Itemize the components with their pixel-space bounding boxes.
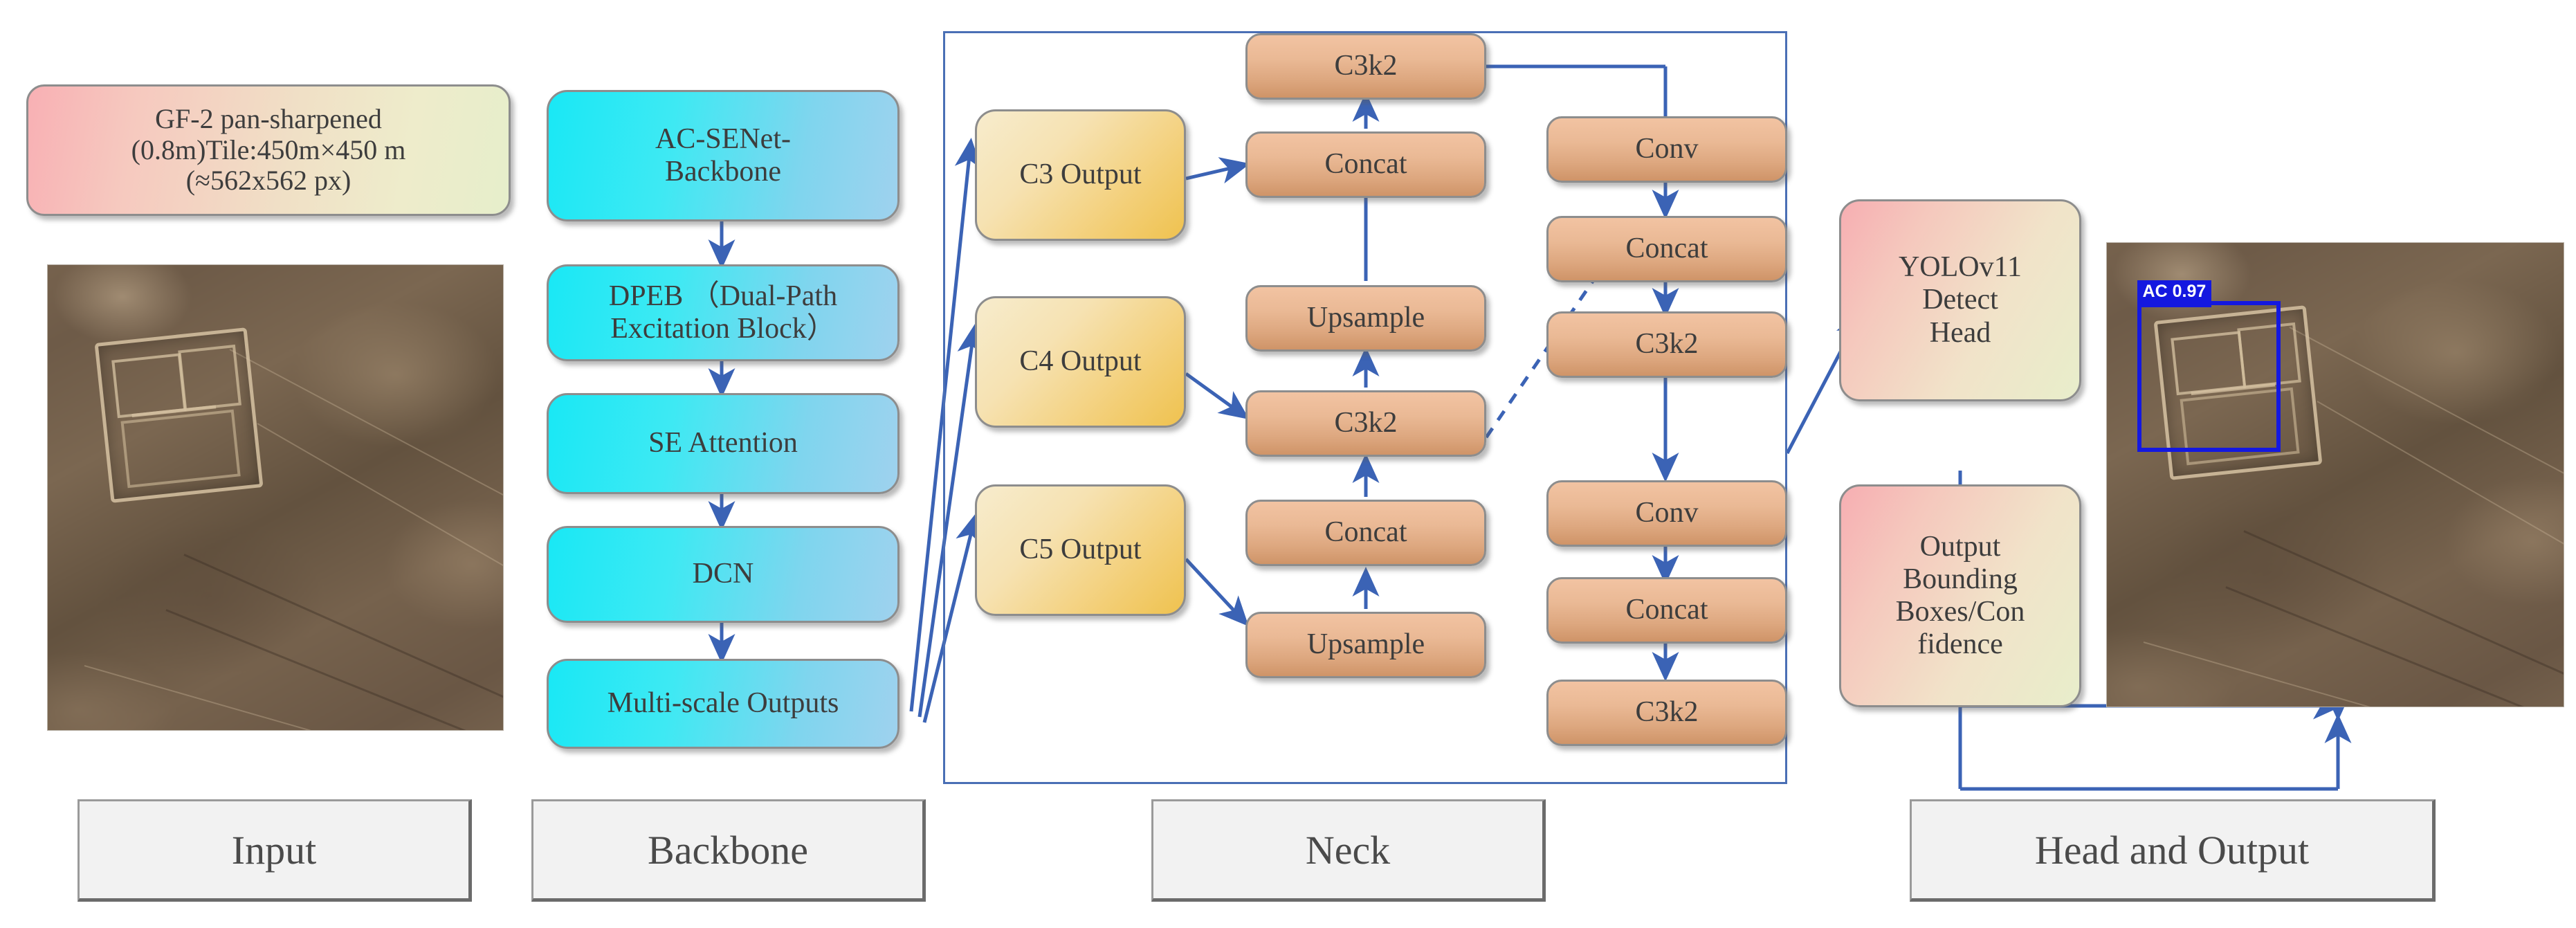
node-label: C3 Output xyxy=(1019,158,1142,191)
node-label: C3k2 xyxy=(1334,50,1398,82)
backbone-node-ac-senet-backbone[interactable]: AC-SENet- Backbone xyxy=(547,90,899,221)
input-meta-card: GF-2 pan-sharpened (0.8m)Tile:450m×450 m… xyxy=(26,84,511,216)
neck-node-concat-top[interactable]: Concat xyxy=(1245,131,1486,198)
enclosure-wall xyxy=(111,353,187,418)
neck-node-c3k2-right-lower[interactable]: C3k2 xyxy=(1546,680,1787,746)
output-detection-image: AC 0.97 xyxy=(2106,242,2564,707)
meta-line-1: GF-2 pan-sharpened xyxy=(155,102,382,134)
node-label: C3k2 xyxy=(1635,696,1699,729)
archaeological-enclosure xyxy=(94,327,264,503)
section-label: Head and Output xyxy=(2034,827,2310,873)
node-label: Upsample xyxy=(1306,302,1425,334)
head-node-output-bounding-boxes[interactable]: Output Bounding Boxes/Con fidence xyxy=(1839,484,2081,707)
node-label: Concat xyxy=(1324,516,1407,549)
node-label: Multi-scale Outputs xyxy=(607,687,839,720)
node-label: YOLOv11 Detect Head xyxy=(1898,251,2022,349)
node-label: DCN xyxy=(692,558,754,590)
neck-node-c3k2-top[interactable]: C3k2 xyxy=(1245,33,1486,100)
neck-node-upsample-upper[interactable]: Upsample xyxy=(1245,285,1486,352)
neck-node-c3k2-right-upper[interactable]: C3k2 xyxy=(1546,311,1787,378)
head-node-yolov11-detect-head[interactable]: YOLOv11 Detect Head xyxy=(1839,199,2081,401)
section-plate-backbone: Backbone xyxy=(531,799,926,902)
input-satellite-image xyxy=(47,264,504,731)
neck-node-concat-right-upper[interactable]: Concat xyxy=(1546,216,1787,282)
neck-node-concat-right-lower[interactable]: Concat xyxy=(1546,577,1787,644)
node-label: Output Bounding Boxes/Con fidence xyxy=(1895,530,2025,661)
neck-node-c4-output[interactable]: C4 Output xyxy=(975,296,1186,428)
node-label: SE Attention xyxy=(648,427,798,460)
section-plate-head-and-output: Head and Output xyxy=(1910,799,2436,902)
meta-line-2: (0.8m)Tile:450m×450 m xyxy=(131,134,406,165)
neck-group-box xyxy=(943,31,1787,784)
neck-node-c5-output[interactable]: C5 Output xyxy=(975,484,1186,616)
section-label: Backbone xyxy=(648,827,808,873)
neck-node-conv-lower[interactable]: Conv xyxy=(1546,480,1787,547)
backbone-node-se-attention[interactable]: SE Attention xyxy=(547,393,899,494)
detection-bounding-box xyxy=(2137,300,2281,452)
enclosure-wall xyxy=(120,409,241,488)
node-label: Upsample xyxy=(1306,628,1425,661)
neck-node-conv-upper[interactable]: Conv xyxy=(1546,116,1787,183)
node-label: AC-SENet- Backbone xyxy=(655,122,791,188)
backbone-node-multi-scale-outputs[interactable]: Multi-scale Outputs xyxy=(547,659,899,749)
neck-node-c3k2-mid[interactable]: C3k2 xyxy=(1245,390,1486,457)
node-label: Concat xyxy=(1324,148,1407,181)
neck-node-concat-lower[interactable]: Concat xyxy=(1245,500,1486,566)
terrain-texture xyxy=(48,265,503,730)
backbone-node-dcn[interactable]: DCN xyxy=(547,526,899,623)
meta-line-3: (≈562x562 px) xyxy=(185,165,351,197)
section-plate-input: Input xyxy=(77,799,472,902)
node-label: Conv xyxy=(1635,133,1699,165)
section-label: Neck xyxy=(1305,827,1391,873)
node-label: C4 Output xyxy=(1019,345,1142,378)
neck-node-c3-output[interactable]: C3 Output xyxy=(975,109,1186,241)
section-plate-neck: Neck xyxy=(1151,799,1546,902)
detection-label: AC 0.97 xyxy=(2137,280,2212,307)
neck-node-upsample-lower[interactable]: Upsample xyxy=(1245,612,1486,678)
node-label: C5 Output xyxy=(1019,534,1142,566)
node-label: Concat xyxy=(1625,233,1708,265)
node-label: DPEB （Dual-Path Excitation Block） xyxy=(608,280,838,345)
node-label: C3k2 xyxy=(1334,407,1398,439)
backbone-node-dpeb[interactable]: DPEB （Dual-Path Excitation Block） xyxy=(547,264,899,361)
terrain-texture xyxy=(2107,243,2564,707)
node-label: Concat xyxy=(1625,594,1708,626)
node-label: C3k2 xyxy=(1635,328,1699,361)
node-label: Conv xyxy=(1635,497,1699,529)
section-label: Input xyxy=(231,827,317,873)
enclosure-wall xyxy=(177,344,242,411)
